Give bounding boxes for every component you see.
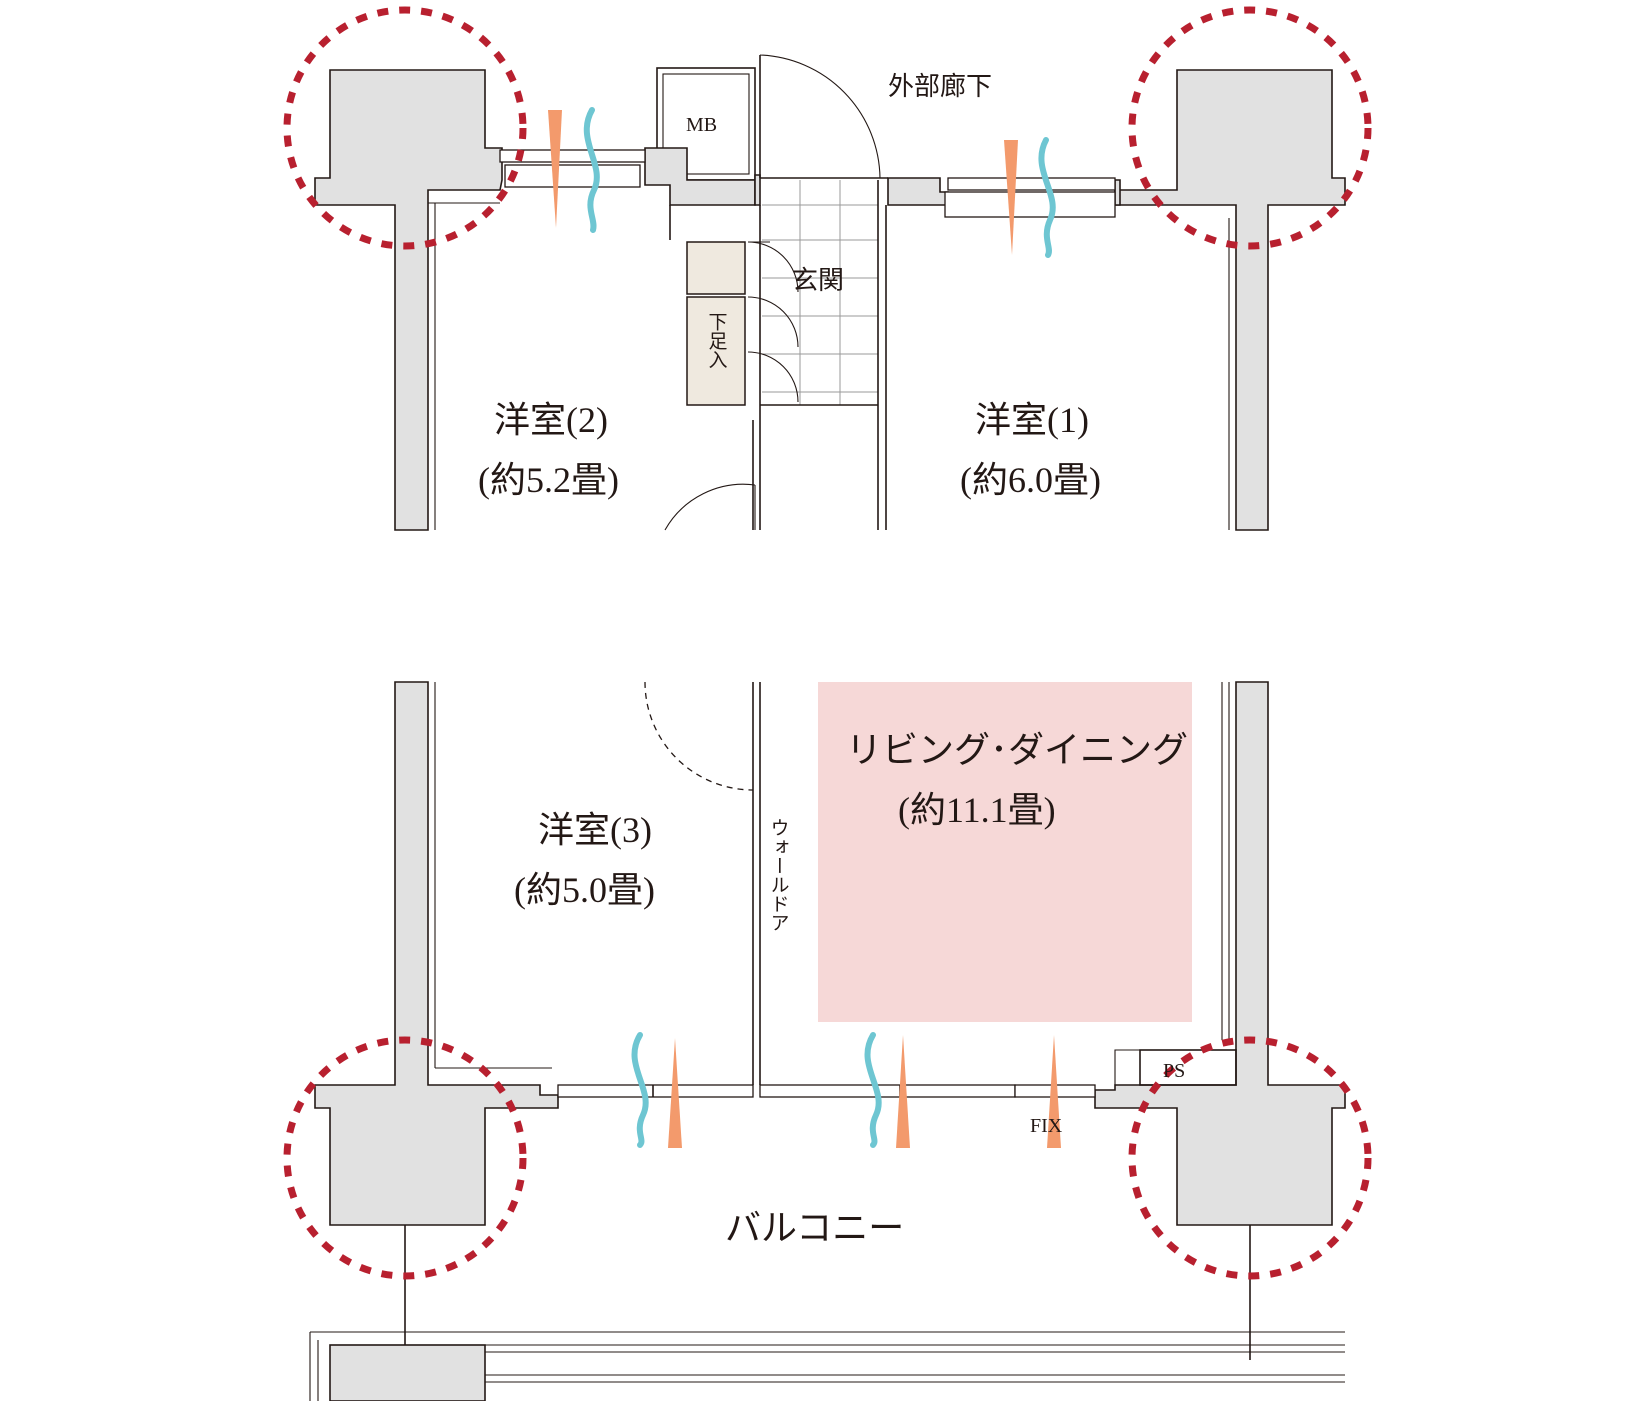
shoe-storage-upper xyxy=(686,241,746,295)
fix-label: FIX xyxy=(1030,1115,1063,1137)
warm-airflow-arrow-icon xyxy=(1004,140,1018,255)
cool-airflow-wave-icon xyxy=(583,107,600,233)
cool-airflow-wave-icon xyxy=(1038,137,1056,258)
balcony-base xyxy=(329,1344,486,1401)
warm-airflow-arrow-icon xyxy=(548,110,562,228)
corridor-label: 外部廊下 xyxy=(888,72,992,101)
storage-door-swing xyxy=(747,296,799,348)
column-top-right xyxy=(1114,69,1346,531)
corner-highlight-bottom-left xyxy=(283,1036,527,1280)
wall-door-label: ウォールドア xyxy=(768,818,789,932)
room1-name: 洋室(1) xyxy=(975,400,1089,440)
mb-label: MB xyxy=(686,114,717,136)
room1-size: (約6.0畳) xyxy=(960,460,1101,500)
wall-segment xyxy=(754,174,761,206)
ps-label: PS xyxy=(1163,1060,1185,1082)
room2-door-swing xyxy=(664,483,756,531)
door-swing xyxy=(759,54,881,179)
wall-segment xyxy=(1114,179,1121,206)
room2-size: (約5.2畳) xyxy=(478,460,619,500)
shoe-storage-label: 下足入 xyxy=(706,312,728,369)
corner-highlight-bottom-right xyxy=(1128,1036,1372,1280)
cool-airflow-wave-icon xyxy=(864,1032,882,1148)
balcony-railing xyxy=(309,1331,1345,1401)
living-area xyxy=(818,682,1192,1022)
ps-box xyxy=(1139,1049,1237,1086)
room3-door-swing xyxy=(644,681,754,791)
wall-segment xyxy=(644,147,756,206)
living-size: (約11.1畳) xyxy=(898,790,1056,830)
wall-segment xyxy=(887,177,949,206)
balcony-label: バルコニー xyxy=(725,1208,904,1248)
warm-airflow-arrow-icon xyxy=(896,1035,910,1148)
warm-airflow-arrow-icon xyxy=(668,1038,682,1148)
sash-center xyxy=(759,1084,1016,1098)
corner-highlight-top-left xyxy=(283,6,527,250)
entrance-tiles xyxy=(762,180,878,405)
room3-name: 洋室(3) xyxy=(538,810,652,850)
warm-airflow-arrow-icon xyxy=(1047,1035,1061,1148)
room3-size: (約5.0畳) xyxy=(514,870,655,910)
shoe-storage xyxy=(686,296,746,406)
ps-wall xyxy=(1114,1049,1140,1085)
column-top-left xyxy=(314,69,503,531)
window-room1 xyxy=(947,177,1116,191)
room2-name: 洋室(2) xyxy=(494,400,608,440)
window-room1-frame xyxy=(944,191,1116,218)
window-room2 xyxy=(499,149,646,163)
sash-left xyxy=(557,1084,754,1098)
living-name: リビング･ダイニング xyxy=(846,730,1188,770)
window-room2-frame xyxy=(504,164,641,188)
cool-airflow-wave-icon xyxy=(631,1032,649,1148)
storage-door-swing xyxy=(747,351,799,403)
mb-inner xyxy=(662,73,750,175)
entrance-label: 玄関 xyxy=(792,266,844,295)
storage-door-swing xyxy=(747,241,799,293)
corner-highlight-top-right xyxy=(1128,6,1372,250)
